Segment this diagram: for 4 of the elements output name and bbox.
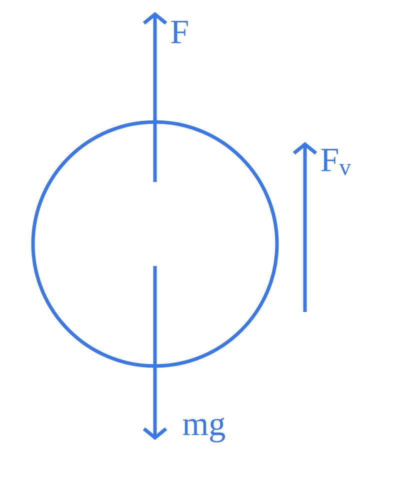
sphere-outline bbox=[31, 120, 279, 368]
force-label: mg bbox=[182, 418, 225, 442]
force-label: F bbox=[171, 20, 188, 44]
force-label: F$_{v}$ bbox=[321, 148, 352, 176]
